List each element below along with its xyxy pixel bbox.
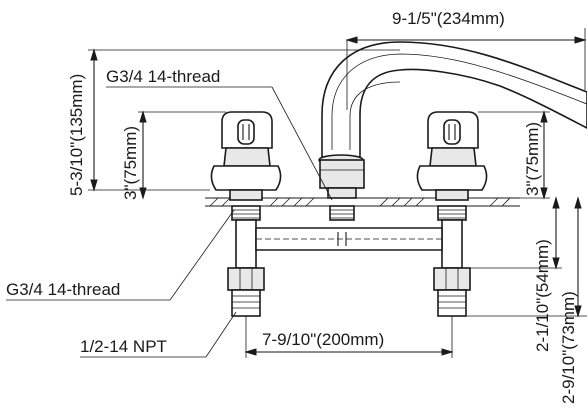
- dimension-handle-height-right: 3"(75mm): [478, 110, 550, 200]
- label-handle-height-left: 3"(75mm): [121, 126, 140, 200]
- leader-thread-bottom: G3/4 14-thread: [6, 209, 235, 301]
- left-shank: [227, 189, 265, 317]
- label-npt: 1/2-14 NPT: [80, 337, 167, 356]
- label-top-width: 9-1/5"(234mm): [392, 9, 505, 28]
- label-shank-upper: 2-1/10"(54mm): [533, 239, 552, 352]
- dimension-shank-total: 2-9/10"(73mm): [466, 196, 587, 404]
- leader-thread-top: G3/4 14-thread: [106, 67, 333, 201]
- right-handle: [416, 111, 488, 191]
- label-thread-bottom: G3/4 14-thread: [6, 280, 120, 299]
- label-overall-height: 5-3/10"(135mm): [67, 74, 86, 196]
- label-center-spacing: 7-9/10"(200mm): [262, 330, 384, 349]
- dimension-top-width: 9-1/5"(234mm): [345, 9, 587, 110]
- label-handle-height-right: 3"(75mm): [523, 122, 542, 196]
- dimension-handle-height-left: 3"(75mm): [121, 110, 226, 200]
- dimension-shank-upper: 2-1/10"(54mm): [466, 196, 562, 352]
- center-shank: [327, 187, 357, 221]
- right-shank: [433, 189, 471, 317]
- label-thread-top: G3/4 14-thread: [106, 67, 220, 86]
- spout: [318, 41, 587, 189]
- label-shank-total: 2-9/10"(73mm): [559, 291, 578, 404]
- leader-npt: 1/2-14 NPT: [80, 311, 237, 358]
- left-handle: [210, 111, 282, 191]
- dimension-center-spacing: 7-9/10"(200mm): [244, 316, 454, 358]
- crossover-pipe: [255, 227, 443, 251]
- dimension-overall-height: 5-3/10"(135mm): [67, 48, 400, 196]
